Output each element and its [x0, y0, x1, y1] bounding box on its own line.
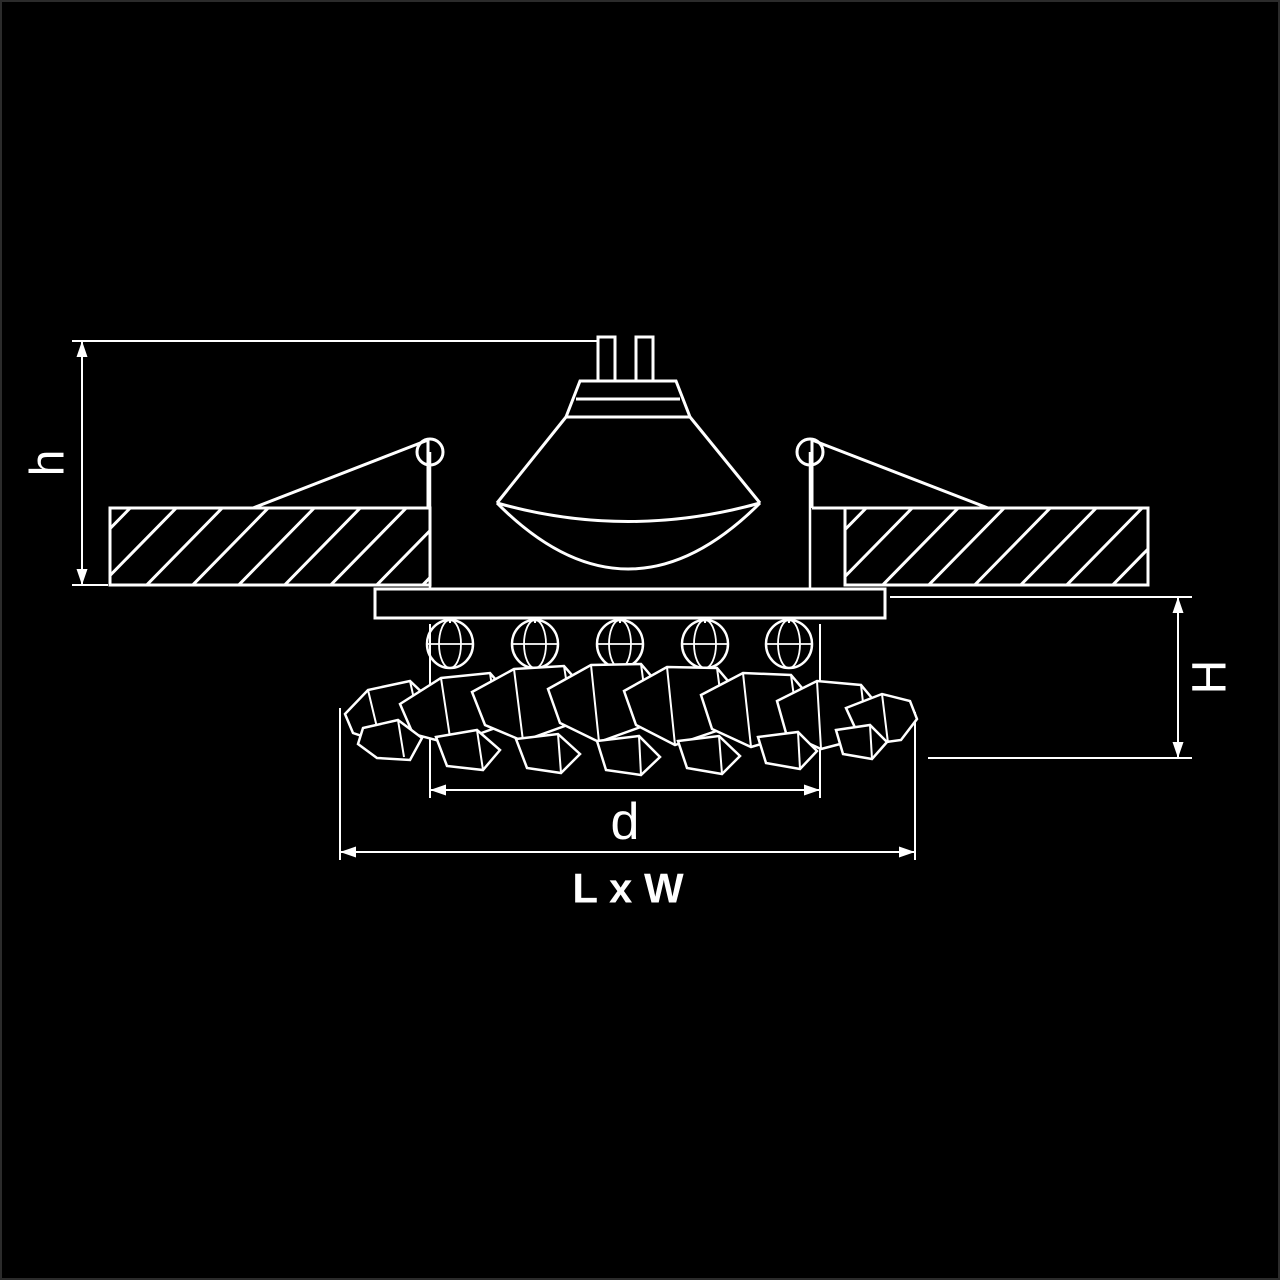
dimension-lxw-extensions	[339, 708, 916, 860]
hatch-lines	[110, 508, 430, 585]
crystal-rock	[756, 730, 819, 771]
dimension-label-H: H	[1184, 660, 1237, 695]
lamp-body	[495, 379, 762, 571]
crystal-rock	[595, 734, 662, 777]
crystal-bead	[425, 618, 475, 670]
ceiling-panel-right	[843, 506, 1150, 587]
arrowhead	[76, 569, 88, 585]
dimension-label-lxw: L x W	[572, 865, 684, 912]
ceiling-slab	[108, 506, 432, 587]
dimension-lxw	[340, 846, 915, 858]
lamp-pin	[596, 335, 617, 383]
arrowhead	[76, 341, 88, 357]
mounting-plate	[373, 587, 887, 620]
clip-arm	[811, 438, 989, 510]
crystal-rock	[514, 732, 582, 775]
dimension-label-d: d	[611, 793, 640, 851]
arrowhead	[1172, 597, 1184, 613]
reflector-side	[688, 416, 762, 504]
ceiling-panel-left	[108, 506, 432, 587]
arrowhead	[899, 846, 915, 858]
lamp-face-rim	[496, 501, 761, 523]
dimension-H	[890, 596, 1192, 759]
crystal-bead	[595, 618, 645, 670]
dimension-d	[430, 784, 820, 796]
reflector-side	[495, 416, 568, 504]
crystal-rock	[834, 723, 889, 761]
crystal-bead	[510, 618, 560, 670]
lamp-pins	[596, 335, 655, 383]
crystal-bead	[680, 618, 730, 670]
crystal-rock	[676, 734, 742, 776]
arrowhead	[804, 784, 820, 796]
crystal-band	[343, 662, 919, 777]
crystal-rock	[434, 728, 502, 772]
hatch-lines	[845, 508, 1148, 585]
lamp-pin	[634, 335, 655, 383]
spring-clip-right	[795, 437, 989, 589]
dimension-label-h: h	[22, 450, 75, 477]
ceiling-slab	[843, 506, 1150, 587]
arrowhead	[1172, 742, 1184, 758]
crystal-beads	[425, 618, 814, 670]
lamp-dome	[495, 501, 762, 571]
crystal-bead	[764, 618, 814, 670]
arrowhead	[340, 846, 356, 858]
crystal-rock	[356, 718, 424, 762]
clip-arm	[252, 438, 429, 510]
arrowhead	[430, 784, 446, 796]
dimension-h	[72, 340, 598, 586]
